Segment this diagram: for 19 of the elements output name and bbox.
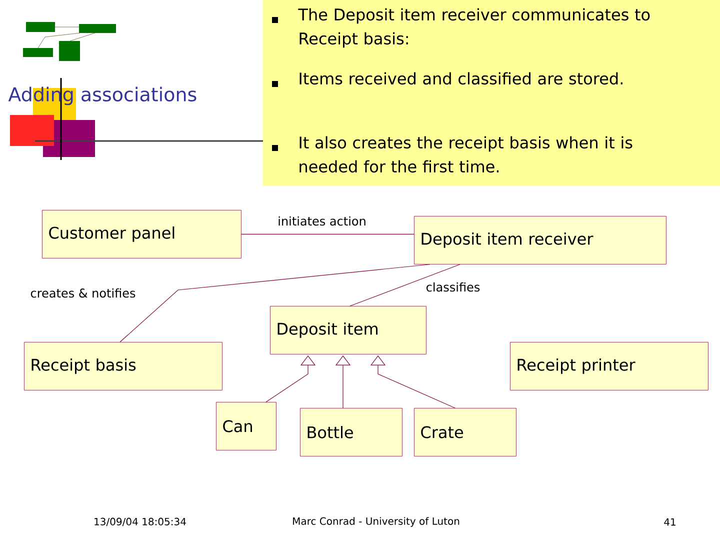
class-box: Deposit item receiver bbox=[414, 216, 666, 264]
connector-line bbox=[350, 264, 460, 306]
class-box: Crate bbox=[414, 408, 516, 456]
footer-text: 13/09/04 18:05:34 bbox=[94, 518, 186, 526]
edge-label: creates & notifies bbox=[29, 287, 137, 299]
bullet-text: It also creates the receipt basis when it is needed for the first time. bbox=[300, 136, 632, 173]
class-box: Bottle bbox=[300, 408, 402, 456]
footer-text: Marc Conrad - University of Luton bbox=[293, 517, 460, 527]
bullet-text: Items received and classified are stored. bbox=[300, 72, 622, 85]
footer-text: 41 bbox=[664, 518, 676, 526]
bullet-text: The Deposit item receiver communicates to Receipt basis: bbox=[298, 8, 650, 48]
class-box: Deposit item bbox=[270, 306, 426, 354]
class-box: Can bbox=[216, 402, 276, 450]
class-box: Receipt printer bbox=[510, 342, 708, 390]
edge-label: initiates action bbox=[276, 215, 368, 227]
connector-line bbox=[120, 264, 430, 342]
class-box: Customer panel bbox=[42, 210, 242, 258]
class-box: Receipt basis bbox=[24, 342, 222, 390]
edge-label: classifies bbox=[424, 281, 482, 293]
